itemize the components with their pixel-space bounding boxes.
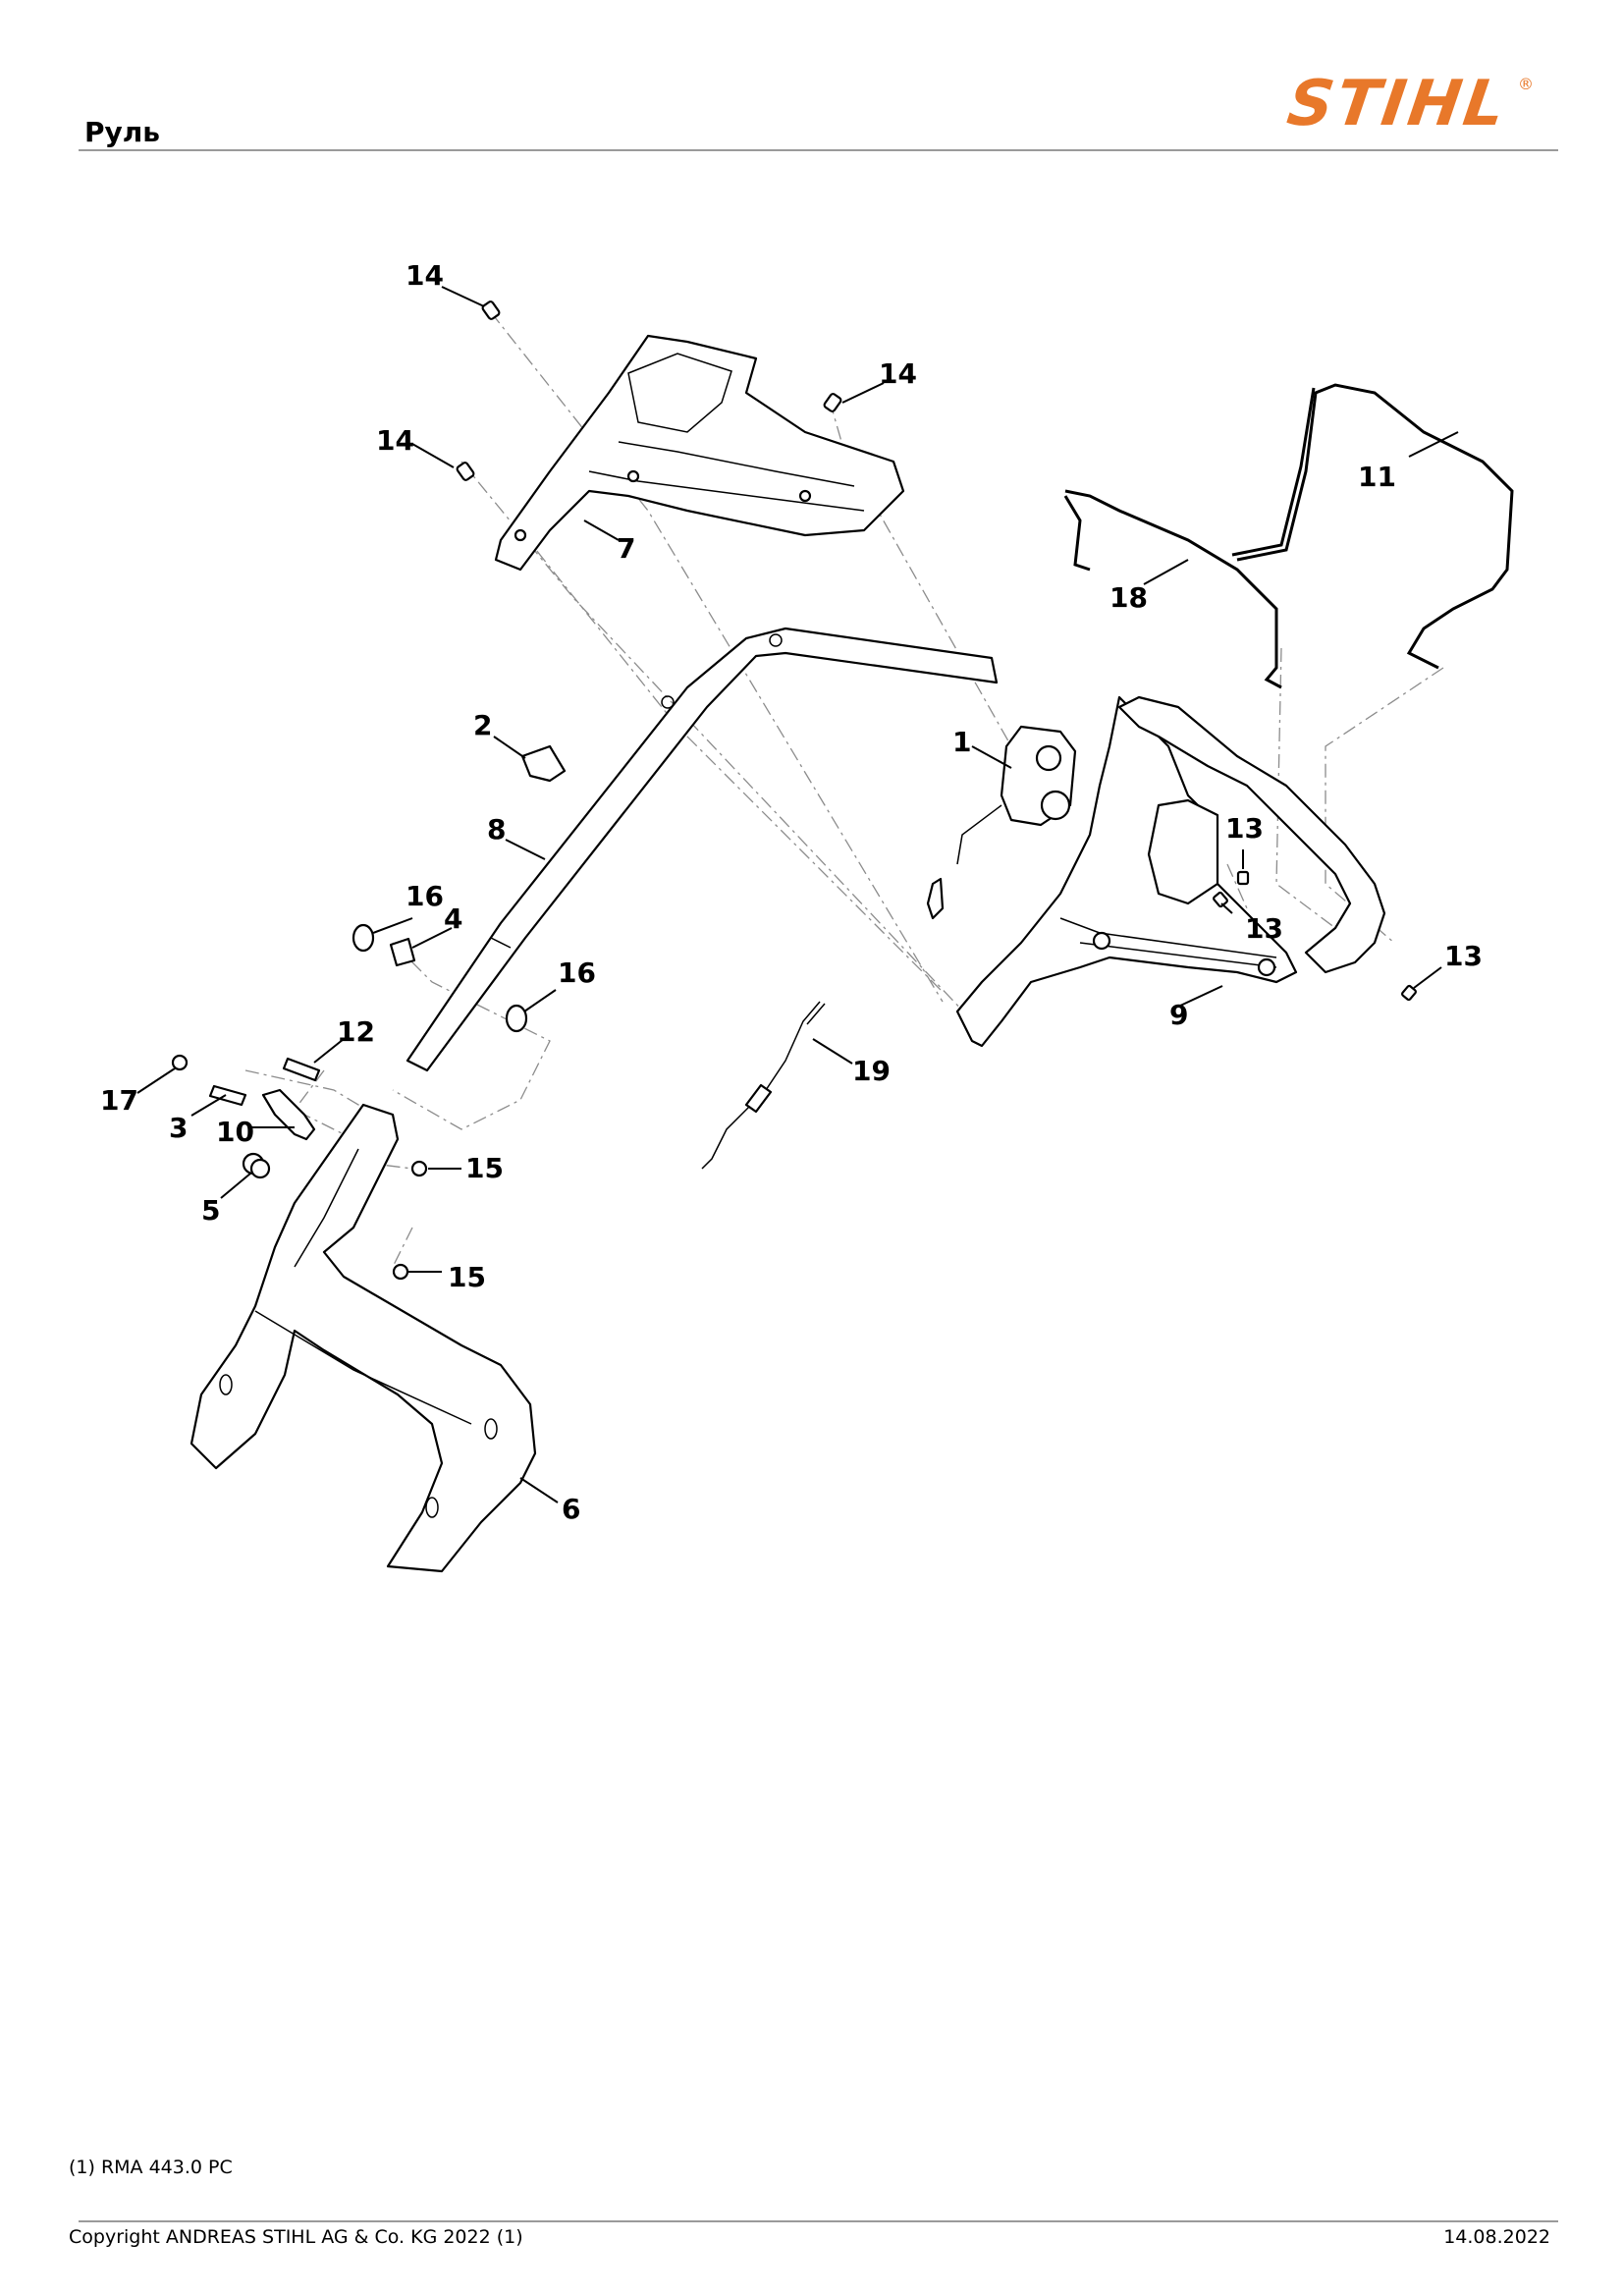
part-16-washers [352, 923, 528, 1033]
callout-12: 12 [337, 1015, 375, 1048]
part-8-handle-tube [406, 627, 999, 1072]
part-9-control-handle [955, 695, 1386, 1048]
callout-8: 8 [487, 813, 506, 846]
stihl-logo: STIHL ® [1283, 68, 1537, 141]
part-2-clip [520, 744, 567, 783]
part-10-lever [261, 1088, 316, 1141]
callout-13: 13 [1225, 812, 1264, 845]
callout-14: 14 [406, 259, 444, 292]
copyright: Copyright ANDREAS STIHL AG & Co. KG 2022… [69, 2226, 523, 2248]
part-13-screws [1213, 870, 1417, 1002]
part-3-bolt [208, 1084, 247, 1107]
part-4-pin [389, 937, 416, 967]
callout-14: 14 [376, 424, 414, 457]
part-7-upper-cover [494, 334, 905, 572]
callout-6: 6 [562, 1493, 580, 1525]
callout-3: 3 [169, 1112, 188, 1144]
part-5-spring [242, 1152, 271, 1179]
part-1-switch [926, 725, 1077, 920]
callout-11: 11 [1358, 461, 1396, 493]
part-14-screws [456, 301, 842, 481]
part-15-nuts [392, 1160, 428, 1281]
part-6-lower-frame [189, 1103, 537, 1573]
callout-16: 16 [558, 957, 596, 989]
callout-16: 16 [406, 880, 444, 912]
callout-5: 5 [201, 1194, 220, 1227]
document-date: 14.08.2022 [1443, 2226, 1550, 2248]
callout-4: 4 [444, 902, 462, 935]
callout-1: 1 [952, 726, 971, 758]
page-title: Руль [84, 116, 160, 148]
callout-15: 15 [465, 1152, 504, 1184]
callout-17: 17 [100, 1084, 138, 1117]
part-19-cable [701, 1001, 826, 1170]
callout-10: 10 [216, 1116, 254, 1148]
callout-14: 14 [879, 357, 917, 390]
callout-15: 15 [448, 1261, 486, 1293]
callout-2: 2 [473, 709, 492, 741]
callout-7: 7 [617, 532, 635, 565]
callout-18: 18 [1109, 581, 1148, 614]
part-11-bail [1231, 383, 1514, 670]
callout-13: 13 [1245, 912, 1283, 945]
leader-lines [136, 286, 1459, 1503]
part-17-nut [171, 1054, 189, 1071]
part-12-bolt [282, 1057, 321, 1082]
callout-13: 13 [1444, 940, 1483, 972]
part-18-wire [1063, 489, 1282, 689]
callout-9: 9 [1169, 999, 1188, 1031]
registered-mark: ® [1518, 75, 1534, 93]
header-divider [79, 149, 1558, 151]
footnote: (1) RMA 443.0 PC [69, 2157, 233, 2178]
footer-divider [79, 2220, 1558, 2222]
callout-19: 19 [852, 1055, 891, 1087]
